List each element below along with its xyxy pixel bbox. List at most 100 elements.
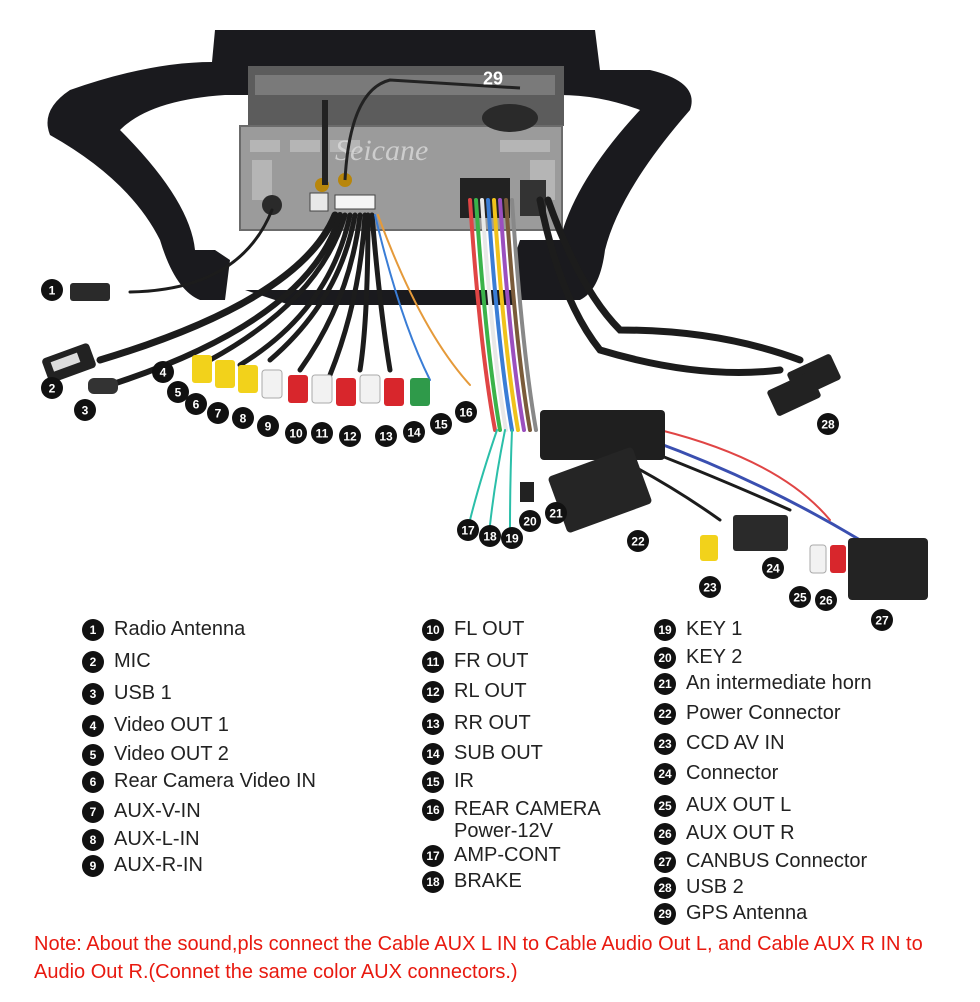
legend-label-text-line2: Power-12V — [454, 820, 553, 842]
legend-item: 12 RL OUT — [422, 680, 527, 710]
callout-28: 28 — [817, 413, 839, 435]
callout-16: 16 — [455, 401, 477, 423]
callout-label: 24 — [766, 562, 780, 576]
legend-item: 19 KEY 1 — [654, 618, 742, 648]
legend-number: 20 — [654, 647, 676, 669]
legend-label-text: RL OUT — [454, 680, 527, 702]
callout-label: 28 — [821, 418, 835, 432]
callout-label: 2 — [49, 382, 56, 396]
callout-10: 10 — [285, 422, 307, 444]
legend-number: 21 — [654, 673, 676, 695]
callout-label: 8 — [240, 412, 247, 426]
wiring-diagram: Seicane — [41, 30, 928, 631]
legend-label-text: CANBUS Connector — [686, 850, 868, 872]
legend-label-text: KEY 2 — [686, 646, 743, 668]
legend-label-text: MIC — [114, 650, 151, 672]
legend-number: 18 — [422, 871, 444, 893]
legend-item: 20 KEY 2 — [654, 646, 742, 676]
callout-15: 15 — [430, 413, 452, 435]
legend-item: 18 BRAKE — [422, 870, 522, 900]
legend-label: AUX-R-IN — [114, 854, 203, 876]
callout-4: 4 — [152, 361, 174, 383]
legend-label: KEY 1 — [686, 618, 742, 640]
callout-label: 18 — [483, 530, 497, 544]
legend-label-text: Radio Antenna — [114, 618, 246, 640]
legend-item: 14 SUB OUT — [422, 742, 543, 772]
legend-label: AMP-CONT — [454, 844, 561, 866]
callout-14: 14 — [403, 421, 425, 443]
callout-23: 23 — [699, 576, 721, 598]
callout-label: 22 — [631, 535, 645, 549]
legend-label: IR — [454, 770, 474, 792]
legend-number: 8 — [82, 829, 104, 851]
legend-label-text: AUX OUT L — [686, 794, 792, 816]
callout-label: 25 — [793, 591, 807, 605]
callout-17: 17 — [457, 519, 479, 541]
callout-20: 20 — [519, 510, 541, 532]
legend-label-text: AUX-V-IN — [114, 800, 201, 822]
legend-label-text: AUX OUT R — [686, 822, 795, 844]
legend-number: 27 — [654, 851, 676, 873]
legend-label: AUX OUT R — [686, 822, 795, 844]
callout-18: 18 — [479, 525, 501, 547]
legend-label-text: SUB OUT — [454, 742, 543, 764]
callout-1: 1 — [41, 279, 63, 301]
legend-number: 24 — [654, 763, 676, 785]
callout-label: 12 — [343, 430, 357, 444]
callout-label: 13 — [379, 430, 393, 444]
legend-number: 15 — [422, 771, 444, 793]
legend-number: 19 — [654, 619, 676, 641]
legend-item: 24 Connector — [654, 762, 778, 792]
callout-25: 25 — [789, 586, 811, 608]
legend-number: 5 — [82, 744, 104, 766]
legend-label: BRAKE — [454, 870, 522, 892]
callout-label: 11 — [316, 427, 329, 441]
legend-number: 26 — [654, 823, 676, 845]
legend-label-text: USB 2 — [686, 876, 744, 898]
legend-label: CANBUS Connector — [686, 850, 867, 872]
callout-7: 7 — [207, 402, 229, 424]
legend-label: USB 2 — [686, 876, 744, 898]
legend-number: 14 — [422, 743, 444, 765]
legend-label-text: CCD AV IN — [686, 732, 785, 754]
legend-number: 16 — [422, 799, 444, 821]
legend-number: 12 — [422, 681, 444, 703]
callout-label: 19 — [505, 532, 519, 546]
legend-label-text: FL OUT — [454, 618, 525, 640]
legend-number: 10 — [422, 619, 444, 641]
legend-label-text: GPS Antenna — [686, 902, 808, 924]
legend-label-text: FR OUT — [454, 650, 529, 672]
callout-label: 15 — [434, 418, 448, 432]
callout-21: 21 — [545, 502, 567, 524]
callout-label: 17 — [461, 524, 475, 538]
legend-label: FR OUT — [454, 650, 528, 672]
legend-label-text: BRAKE — [454, 870, 522, 892]
legend-label: Connector — [686, 762, 778, 784]
callout-label: 16 — [459, 406, 473, 420]
legend-number: 9 — [82, 855, 104, 877]
legend-label-text: Power Connector — [686, 702, 841, 724]
legend-number: 6 — [82, 771, 104, 793]
callout-8: 8 — [232, 407, 254, 429]
callout-11: 11 — [311, 422, 333, 444]
callout-label: 7 — [215, 407, 222, 421]
legend-label-text: KEY 1 — [686, 618, 743, 640]
callout-22: 22 — [627, 530, 649, 552]
legend-number: 11 — [422, 651, 444, 673]
rca-plugs — [192, 355, 846, 574]
legend-label-text: Connector — [686, 762, 779, 784]
legend-number: 22 — [654, 703, 676, 725]
callout-6: 6 — [185, 393, 207, 415]
